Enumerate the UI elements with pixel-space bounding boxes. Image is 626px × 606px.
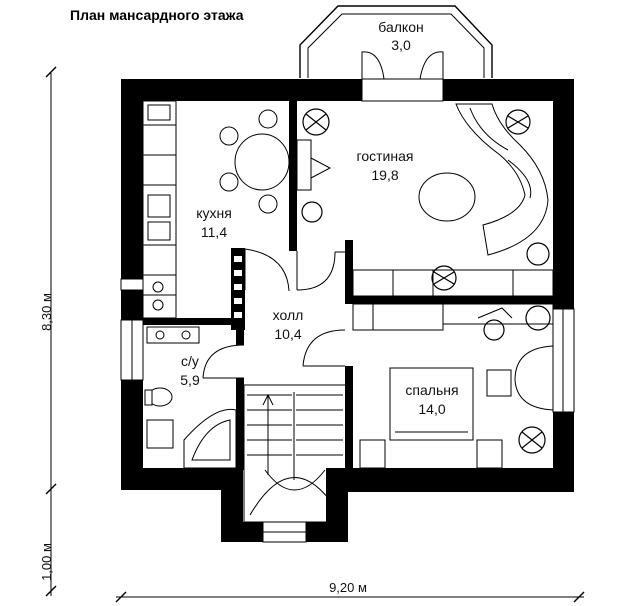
room-name-kitchen: кухня [196,205,232,221]
bedroom-furniture [352,303,554,469]
room-name-living: гостиная [357,148,414,164]
room-area-living: 19,8 [371,167,398,183]
room-labels: балкон 3,0 гостиная 19,8 кухня 11,4 холл… [180,19,458,417]
windows [120,51,575,543]
kitchen-furniture [142,100,290,319]
dim-height-main: 8,30 м [39,293,54,331]
plan-title: План мансардного этажа [70,7,244,23]
outer-walls [121,79,574,542]
room-area-balcony: 3,0 [391,37,411,53]
room-area-kitchen: 11,4 [201,224,227,240]
living-furniture [296,103,554,297]
room-area-hall: 10,4 [274,326,301,342]
doors [202,248,554,411]
stairs [243,384,347,523]
dim-height-extra: 1,00 м [39,543,54,581]
room-name-bath: с/у [181,353,199,369]
balcony [299,5,493,78]
room-area-bedroom: 14,0 [418,401,445,417]
dimension-lines: 8,30 м 1,00 м 9,20 м [39,66,585,603]
room-name-balcony: балкон [378,19,423,35]
dim-width: 9,20 м [329,580,367,595]
room-name-bedroom: спальня [405,382,458,398]
room-area-bath: 5,9 [180,372,200,388]
bathroom-fixtures [144,326,237,469]
room-name-hall: холл [273,307,304,323]
interior-walls [143,101,553,470]
